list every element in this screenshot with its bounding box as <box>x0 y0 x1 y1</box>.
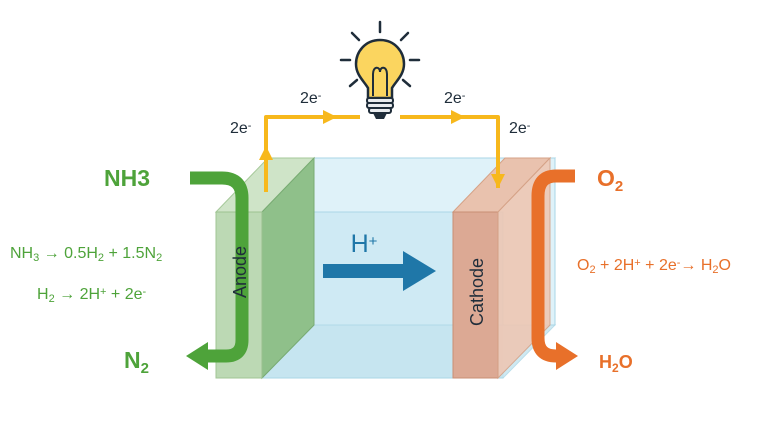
lightbulb-icon <box>339 20 421 119</box>
electron-label-top-right: 2e- <box>444 90 466 107</box>
anode-inlet-label: NH3 <box>104 165 150 191</box>
anode-label: Anode <box>230 246 250 298</box>
electron-label-right: 2e- <box>509 120 531 137</box>
anode-flow-arrow <box>186 171 249 370</box>
external-circuit <box>259 110 505 192</box>
electron-label-left: 2e- <box>230 120 252 137</box>
anode-reaction-1: NH3 → 0.5H2 + 1.5N2 <box>10 245 162 264</box>
cathode-outlet-label: H2O <box>599 352 633 375</box>
cathode-reaction: O2 + 2H+ + 2e-→ H2O <box>577 257 731 277</box>
cathode-label: Cathode <box>467 258 487 326</box>
wire-arrow-down <box>491 174 505 188</box>
cathode-flow-arrow <box>531 169 578 370</box>
anode-reaction-2: H2 → 2H+ + 2e- <box>37 286 147 306</box>
electron-label-top-left: 2e- <box>300 90 322 107</box>
anode-outlet-label: N2 <box>124 347 149 377</box>
wire-arrow-right-2 <box>451 110 465 124</box>
proton-arrow <box>323 251 436 291</box>
wire-arrow-right-1 <box>323 110 337 124</box>
cathode-inlet-label: O2 <box>597 165 623 195</box>
wire-right <box>400 115 500 188</box>
wire-arrow-up <box>259 146 273 160</box>
proton-label: H+ <box>351 230 378 258</box>
